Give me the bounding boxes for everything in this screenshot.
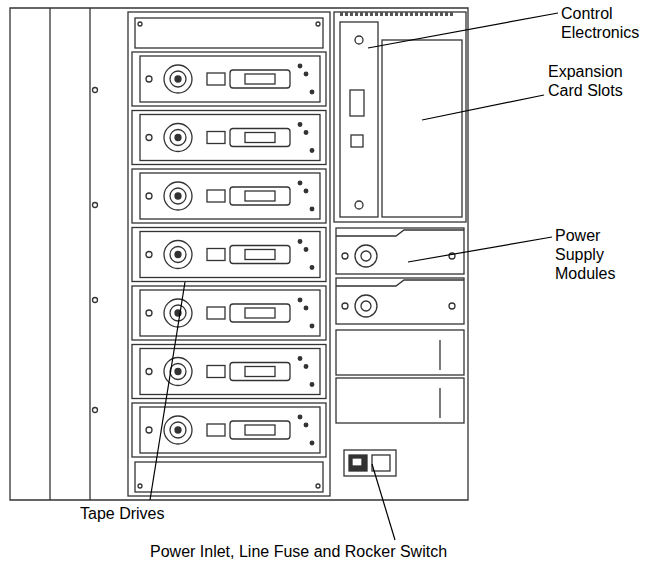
power-supply-module: [336, 278, 464, 324]
tape-drive: [132, 345, 326, 399]
callout-label: Expansion Card Slots: [548, 62, 648, 100]
tape-drive: [132, 228, 326, 282]
tape-drive: [132, 169, 326, 223]
power-supply-module: [336, 228, 464, 274]
tape-drive: [132, 52, 326, 106]
callout-label: Tape Drives: [80, 504, 220, 523]
callout-label: Power Supply Modules: [555, 226, 651, 283]
tape-drive: [132, 286, 326, 340]
tape-drive: [132, 111, 326, 165]
callout-label: Control Electronics: [561, 4, 651, 42]
callout-label: Power Inlet, Line Fuse and Rocker Switch: [150, 542, 480, 561]
